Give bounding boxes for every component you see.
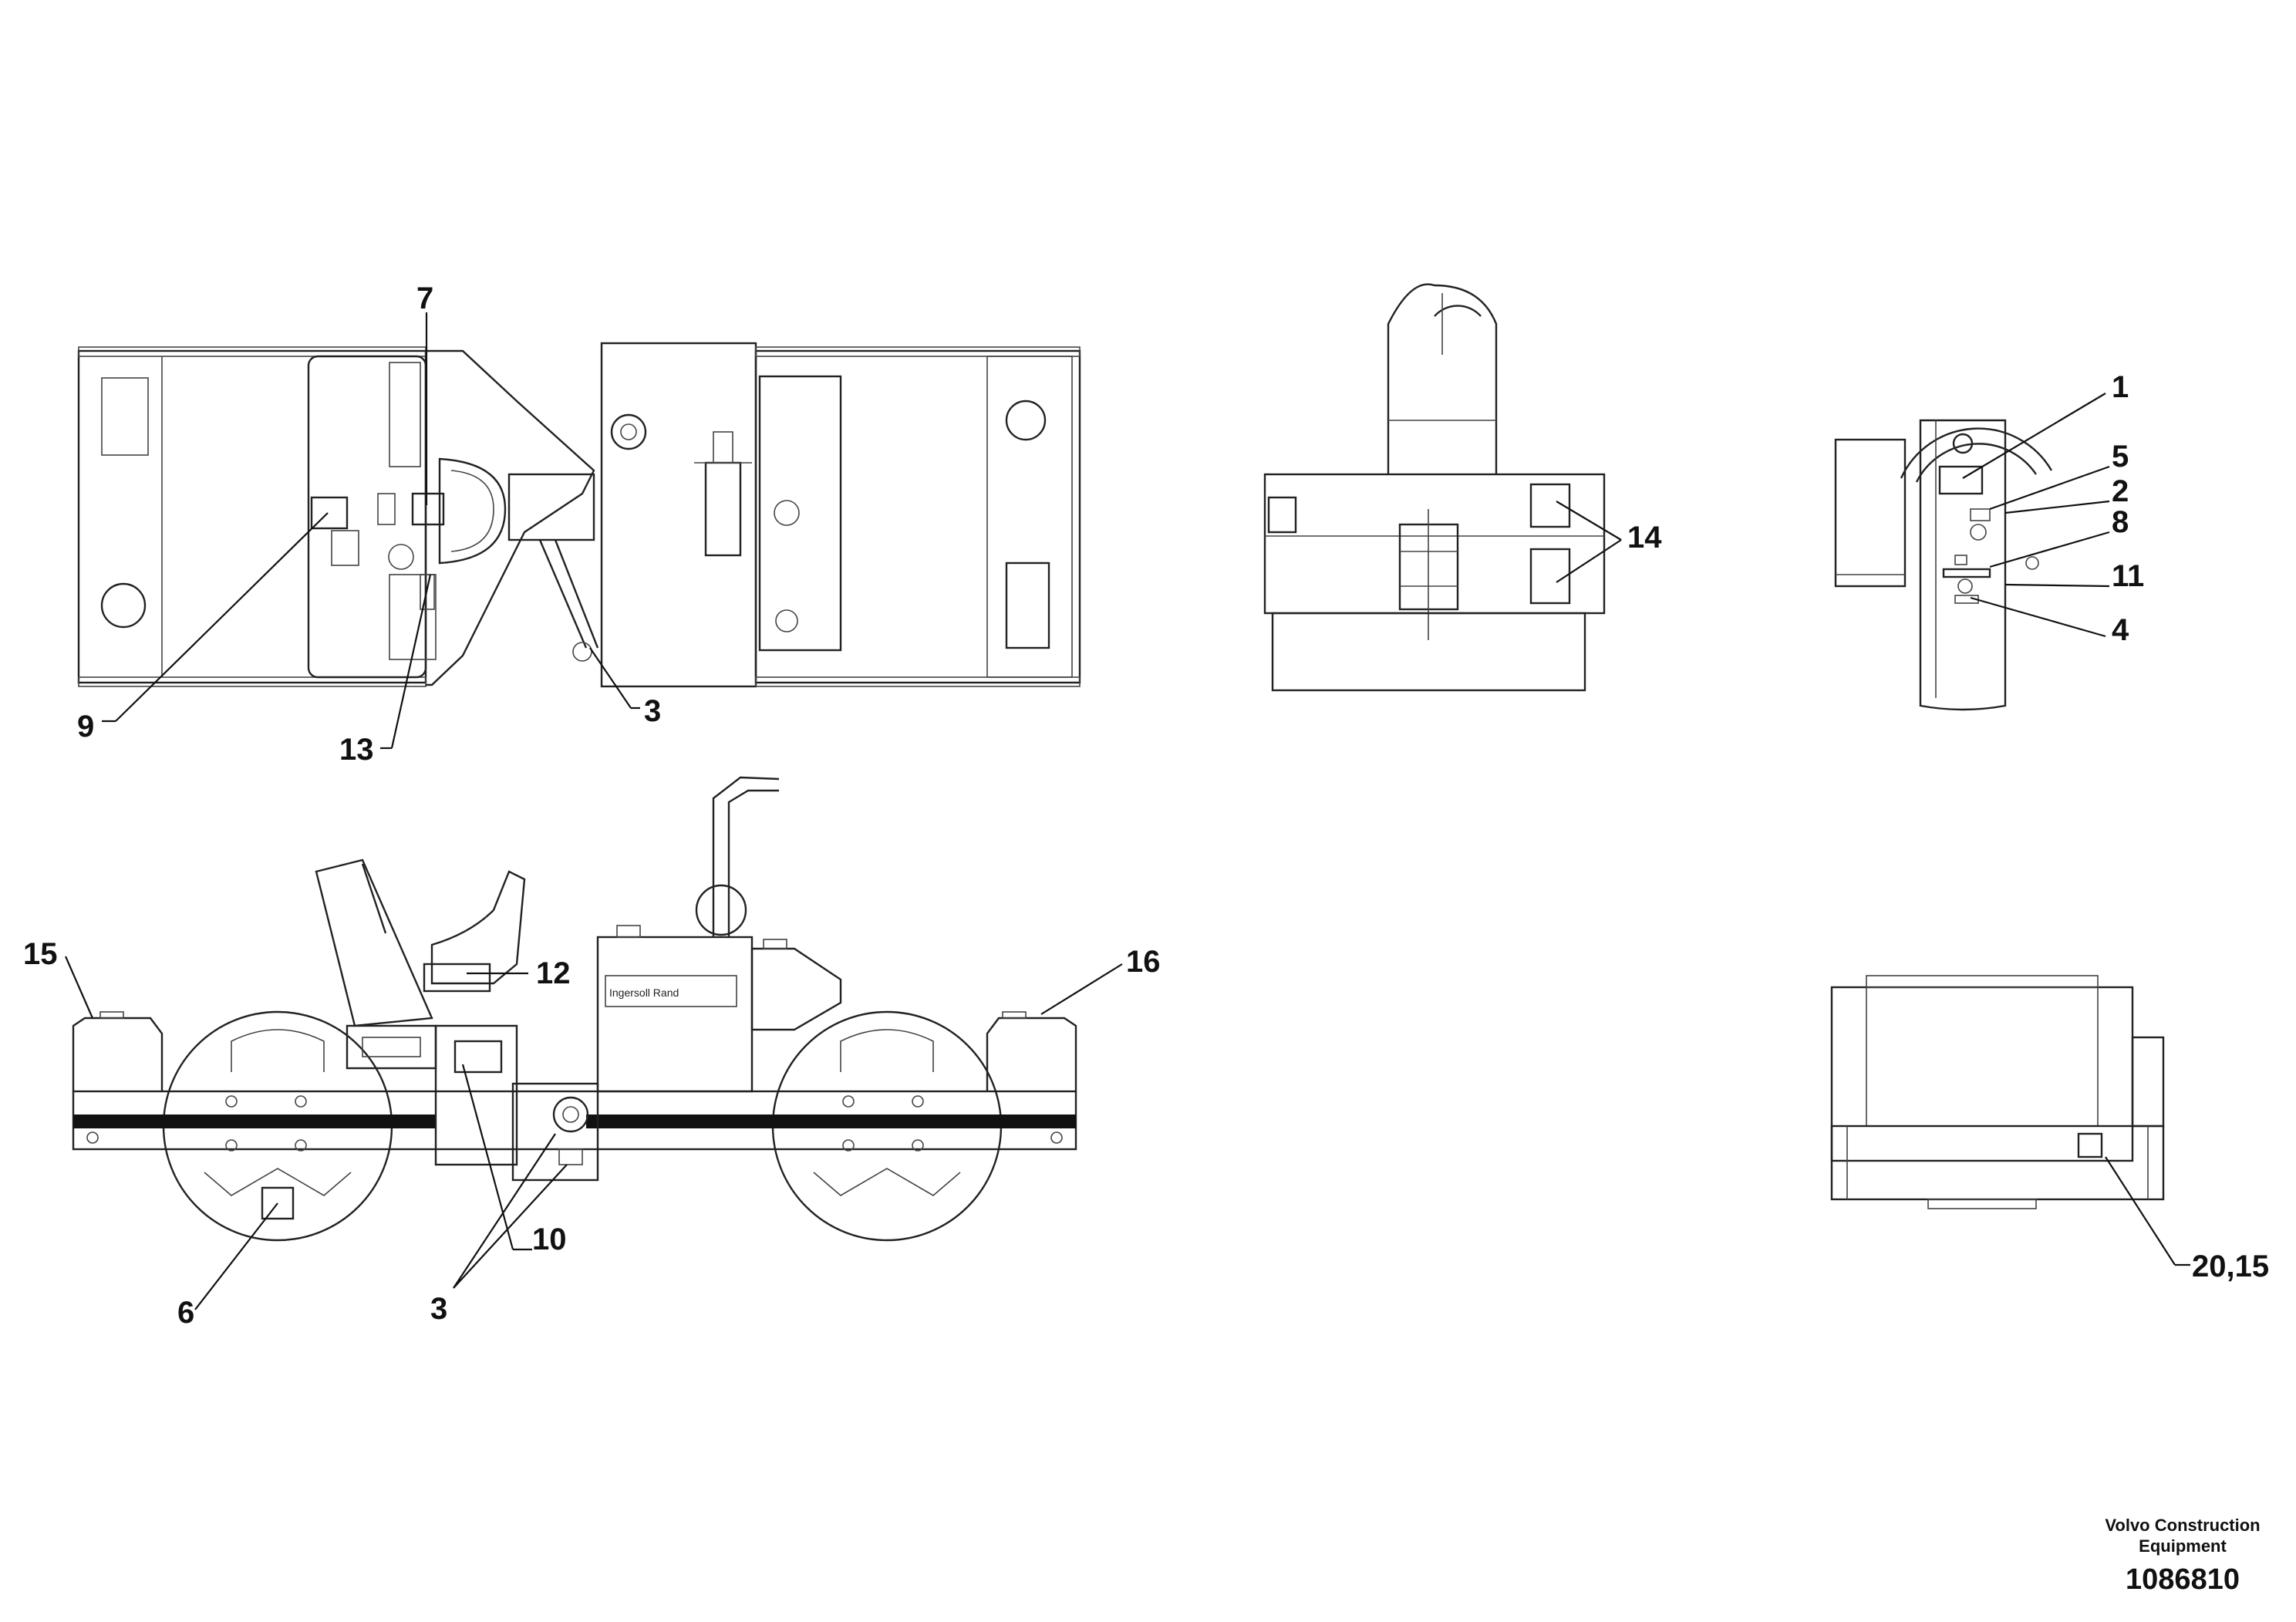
callout-10: 10 xyxy=(532,1222,567,1256)
callout-6: 6 xyxy=(177,1296,194,1330)
callout-12: 12 xyxy=(536,956,571,990)
callout-1: 1 xyxy=(2112,370,2129,404)
callout-4: 4 xyxy=(2112,613,2129,647)
front-view xyxy=(1263,283,1606,692)
callout-5: 5 xyxy=(2112,440,2129,474)
callout-15: 15 xyxy=(23,937,58,971)
company-name-line1: Volvo Construction xyxy=(2105,1516,2260,1535)
callout-2: 2 xyxy=(2112,474,2129,508)
control-column-view xyxy=(1834,419,2053,711)
callout-11: 11 xyxy=(2112,559,2144,593)
callout-9: 9 xyxy=(77,710,94,744)
callout-8: 8 xyxy=(2112,505,2129,539)
callout-3-side: 3 xyxy=(430,1292,447,1326)
leader-lines xyxy=(64,312,2190,1310)
callout-16: 16 xyxy=(1126,945,1161,979)
svg-text:Ingersoll Rand: Ingersoll Rand xyxy=(609,986,679,999)
callout-13: 13 xyxy=(339,733,374,767)
top-view xyxy=(77,342,1081,688)
callout-7: 7 xyxy=(416,282,433,315)
footer-block: Volvo Construction Equipment 1086810 xyxy=(2105,1516,2260,1596)
rear-view xyxy=(1830,975,2165,1209)
callout-labels: 7 9 13 3 14 1 5 2 8 11 4 15 16 12 6 10 3… xyxy=(23,282,2269,1330)
company-name-line2: Equipment xyxy=(2139,1536,2227,1556)
side-view: Ingersoll Rand xyxy=(72,776,1077,1242)
callout-3-top: 3 xyxy=(644,694,661,728)
callout-14: 14 xyxy=(1627,521,1662,555)
drawing-number: 1086810 xyxy=(2126,1563,2240,1596)
callout-20-15: 20,15 xyxy=(2192,1249,2269,1283)
